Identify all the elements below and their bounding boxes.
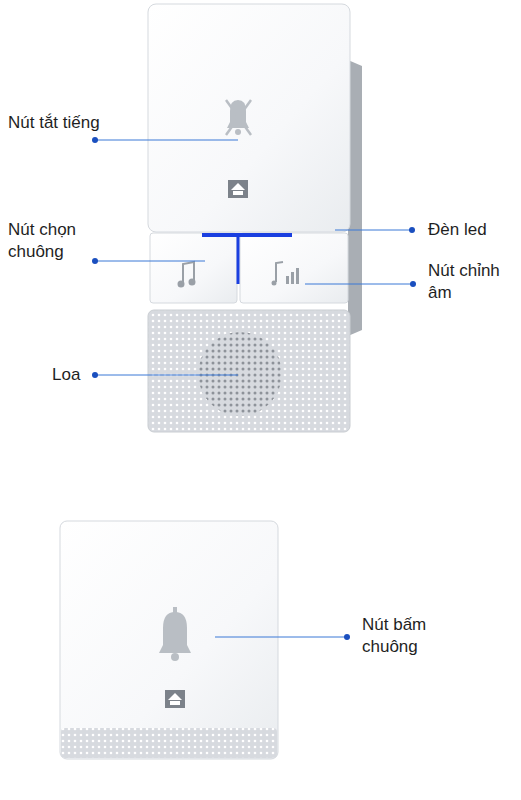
music-note-icon: [179, 262, 195, 287]
leader-dot: [92, 137, 416, 640]
part-label: Nút tắt tiếng: [8, 112, 158, 134]
brand-logo: [228, 180, 248, 198]
part-label: Đèn led: [428, 219, 516, 241]
push-button-body: [60, 521, 278, 759]
part-label: Nút bấm chuông: [362, 614, 454, 658]
bell-icon: [159, 607, 191, 661]
part-label: Nút chọn chuông: [8, 219, 90, 263]
volume-icon: [272, 262, 300, 286]
part-label: Nút chỉnh âm: [428, 260, 516, 304]
led-strip: [202, 233, 292, 237]
led-strip: [237, 235, 240, 284]
leader-line: [95, 140, 413, 637]
mute-icon: [226, 100, 251, 135]
speaker-grille: [198, 332, 282, 416]
receiver-body: [148, 4, 350, 232]
part-label: Loa: [52, 364, 92, 386]
speaker-grille: [148, 310, 350, 432]
volume-button: [240, 233, 348, 303]
push-button-base: [61, 728, 277, 758]
ring-select-button: [150, 233, 237, 303]
brand-logo: [165, 690, 185, 708]
